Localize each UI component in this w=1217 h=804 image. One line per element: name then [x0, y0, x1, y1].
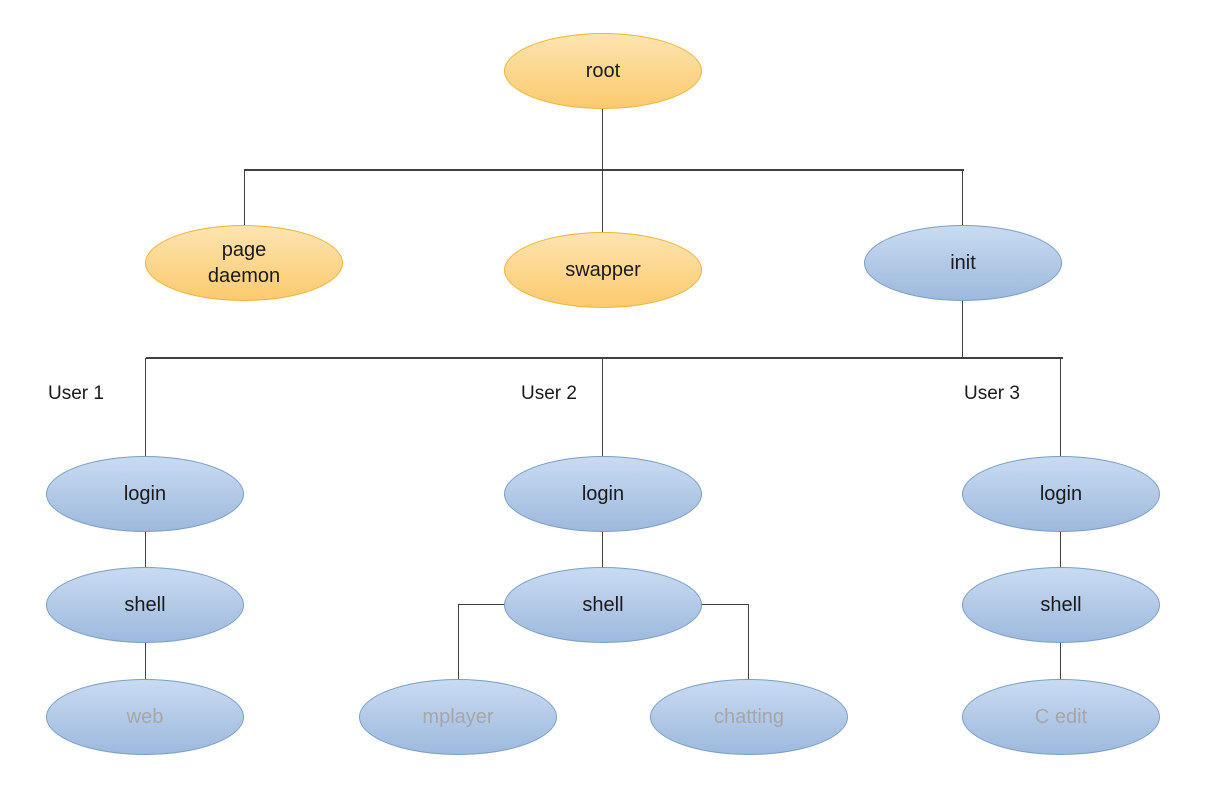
group-label-user3: User 3 — [964, 383, 1020, 404]
edge-user2-shell-left-branch — [458, 604, 505, 605]
node-user1-web-label: web — [126, 706, 164, 728]
node-page-daemon: page daemon — [145, 225, 343, 301]
edge-to-swapper — [602, 170, 603, 233]
edge-user1-shell-web — [145, 642, 146, 680]
node-user3-shell-label: shell — [1040, 594, 1082, 616]
edge-to-page-daemon — [244, 170, 245, 226]
edge-init-down — [962, 300, 963, 358]
edge-user2-shell-right-branch — [701, 604, 749, 605]
node-user2-shell: shell — [504, 567, 702, 643]
edge-root-down — [602, 108, 603, 170]
node-page-daemon-label: page daemon — [207, 239, 281, 287]
edge-to-user3-login — [1060, 358, 1061, 457]
node-user1-shell-label: shell — [124, 594, 166, 616]
edge-user2-shell-mplayer — [458, 604, 459, 680]
node-user1-login-label: login — [123, 483, 167, 505]
node-swapper: swapper — [504, 232, 702, 308]
edge-to-user1-login — [145, 358, 146, 457]
edge-user2-login-shell — [602, 531, 603, 568]
node-user2-chatting-label: chatting — [713, 706, 785, 728]
edge-row2-horizontal — [146, 357, 1063, 359]
node-swapper-label: swapper — [565, 259, 641, 281]
node-user2-chatting: chatting — [650, 679, 848, 755]
node-user3-cedit: C edit — [962, 679, 1160, 755]
edge-row1-horizontal — [244, 169, 964, 171]
node-root: root — [504, 33, 702, 109]
node-user2-mplayer: mplayer — [359, 679, 557, 755]
node-user3-shell: shell — [962, 567, 1160, 643]
edge-to-user2-login — [602, 358, 603, 457]
node-user2-mplayer-label: mplayer — [422, 706, 494, 728]
node-init: init — [864, 225, 1062, 301]
group-label-user1: User 1 — [48, 383, 104, 404]
edge-user3-login-shell — [1060, 531, 1061, 568]
node-root-label: root — [585, 60, 621, 82]
node-user3-login-label: login — [1039, 483, 1083, 505]
edge-user1-login-shell — [145, 531, 146, 568]
node-user2-login-label: login — [581, 483, 625, 505]
node-user3-login: login — [962, 456, 1160, 532]
edge-user3-shell-cedit — [1060, 642, 1061, 680]
node-user3-cedit-label: C edit — [1034, 706, 1088, 728]
edge-user2-shell-chatting — [748, 604, 749, 680]
node-init-label: init — [950, 252, 976, 274]
node-user1-login: login — [46, 456, 244, 532]
node-user2-shell-label: shell — [582, 594, 624, 616]
node-user1-shell: shell — [46, 567, 244, 643]
node-user1-web: web — [46, 679, 244, 755]
edge-to-init — [962, 170, 963, 226]
group-label-user2: User 2 — [521, 383, 577, 404]
node-user2-login: login — [504, 456, 702, 532]
